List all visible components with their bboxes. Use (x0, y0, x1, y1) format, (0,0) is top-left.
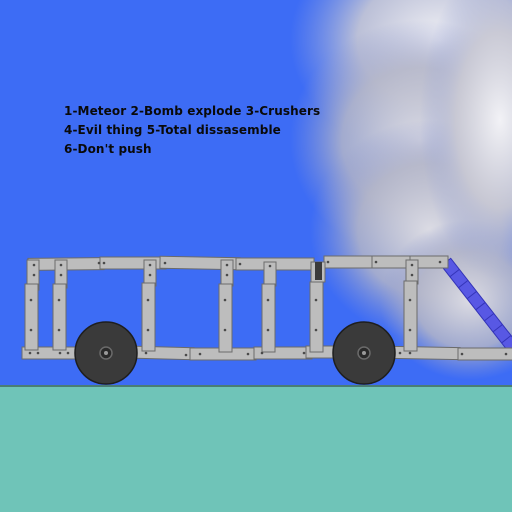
post-6[interactable] (141, 282, 156, 352)
ramp-chain[interactable] (440, 257, 512, 355)
wheel-right[interactable] (332, 321, 396, 385)
post-4[interactable] (52, 283, 67, 351)
post-10[interactable] (261, 283, 276, 353)
instruction-line-2: 4-Evil thing 5-Total dissasemble (64, 123, 281, 137)
post-2[interactable] (24, 283, 39, 351)
post-13[interactable] (405, 259, 419, 285)
instruction-line-3: 6-Don't push (64, 142, 152, 156)
post-12[interactable] (309, 281, 324, 353)
post-8[interactable] (218, 283, 233, 353)
instructions-text: 1-Meteor 2-Bomb explode 3-Crushers 4-Evi… (64, 102, 320, 159)
bottom-beam-7[interactable] (457, 347, 512, 361)
post-14[interactable] (403, 280, 418, 352)
top-beam-5[interactable] (323, 255, 377, 269)
instruction-line-1: 1-Meteor 2-Bomb explode 3-Crushers (64, 104, 321, 118)
ground (0, 385, 512, 512)
wheel-left[interactable] (74, 321, 138, 385)
bottom-beam-6[interactable] (391, 345, 461, 361)
